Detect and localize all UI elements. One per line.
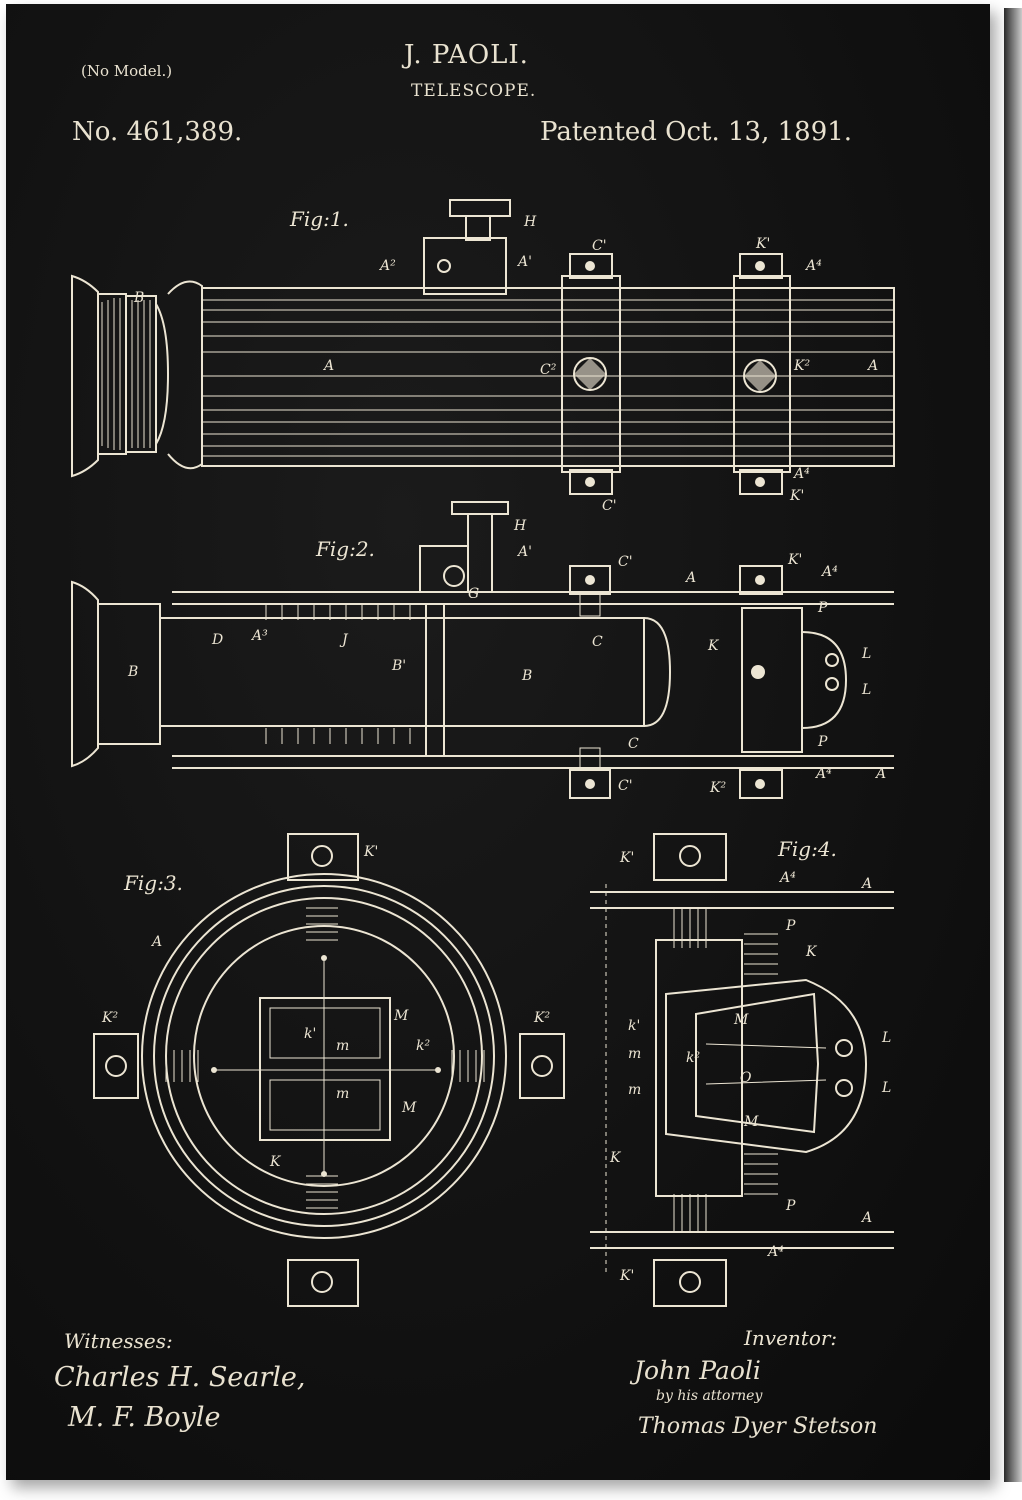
fig4-label: Fig:4. (777, 837, 837, 861)
callout-label: A (150, 934, 162, 950)
callout-label: C (628, 736, 639, 752)
callout-label: K (269, 1154, 282, 1170)
callout-label: L (881, 1030, 891, 1046)
fig1-label: Fig:1. (289, 207, 349, 231)
callout-label: C' (602, 498, 617, 514)
callout-label: A' (516, 254, 532, 270)
callout-label: A⁴ (778, 870, 796, 886)
callout-label: O (740, 1070, 752, 1086)
fig3-drawing: Fig:3. K' (93, 833, 565, 1307)
callout-label: P (817, 734, 828, 750)
callout-label: A (866, 358, 878, 374)
callout-label: K' (363, 844, 378, 860)
callout-label: K (609, 1150, 622, 1166)
fig3-label: Fig:3. (123, 871, 183, 895)
callout-label: A (860, 876, 872, 892)
callout-label: P (785, 918, 796, 934)
inventor-label: Inventor: (744, 1326, 838, 1350)
patent-number: No. 461,389. (72, 117, 243, 147)
callout-label: k² (686, 1050, 700, 1066)
patent-poster: (No Model.) J. PAOLI. TELESCOPE. No. 461… (6, 4, 990, 1480)
callout-label: K² (533, 1010, 550, 1026)
poster-edge-shadow (1004, 8, 1022, 1482)
fig1-callouts: B A A H A² A' C' C² C' K' K² A⁴ A⁴ K' (133, 214, 878, 514)
inventor-signature: John Paoli (634, 1356, 761, 1385)
callout-label: M (393, 1008, 409, 1024)
callout-label: K' (787, 552, 802, 568)
fig4-callouts: K' A⁴ A P K k' M m k² O m M L L K P A A⁴… (609, 850, 891, 1284)
callout-label: L (861, 682, 871, 698)
callout-label: H (513, 518, 527, 534)
callout-label: A (874, 766, 886, 782)
callout-label: A² (378, 258, 396, 274)
callout-label: B (521, 668, 532, 684)
callout-label: A⁴ (804, 258, 822, 274)
patent-title: TELESCOPE. (411, 81, 537, 101)
no-model-note: (No Model.) (81, 62, 173, 80)
callout-label: K² (709, 780, 726, 796)
attorney-line: by his attorney (656, 1388, 763, 1404)
callout-label: A⁴ (814, 766, 832, 782)
callout-label: k' (304, 1026, 316, 1042)
callout-label: A³ (250, 628, 268, 644)
fig2-drawing: Fig:2. (71, 501, 894, 799)
callout-label: C' (618, 778, 633, 794)
callout-label: K² (101, 1010, 118, 1026)
callout-label: G (468, 586, 479, 602)
callout-label: M (733, 1012, 749, 1028)
callout-label: K' (619, 1268, 634, 1284)
callout-label: A (860, 1210, 872, 1226)
callout-label: M (743, 1114, 759, 1130)
callout-label: k² (416, 1038, 430, 1054)
callout-label: K' (755, 236, 770, 252)
callout-label: m (628, 1046, 641, 1062)
callout-label: B' (391, 658, 406, 674)
callout-label: C' (592, 238, 607, 254)
callout-label: D (211, 632, 223, 648)
callout-label: B (127, 664, 138, 680)
callout-label: C (592, 634, 603, 650)
callout-label: m (628, 1082, 641, 1098)
callout-label: A' (516, 544, 532, 560)
callout-label: B (133, 290, 144, 306)
callout-label: L (861, 646, 871, 662)
callout-label: K' (619, 850, 634, 866)
callout-label: A (322, 358, 334, 374)
callout-label: L (881, 1080, 891, 1096)
callout-label: J (339, 632, 349, 648)
callout-label: K (707, 638, 720, 654)
callout-label: A (684, 570, 696, 586)
fig3-callouts: K' A K² K² k' m m M M k² K (101, 844, 550, 1170)
witness-signature-2: M. F. Boyle (68, 1402, 221, 1433)
inventor-name: J. PAOLI. (404, 40, 529, 70)
callout-label: m (336, 1038, 349, 1054)
callout-label: K² (793, 358, 810, 374)
witness-signature-1: Charles H. Searle, (54, 1362, 306, 1393)
callout-label: A⁴ (792, 466, 810, 482)
telescope-drawing: Fig:1. (71, 199, 895, 1307)
callout-label: H (523, 214, 537, 230)
callout-label: C² (540, 362, 557, 378)
fig1-drawing: Fig:1. (71, 199, 895, 514)
fig2-callouts: B B B' D A³ J G H A' A C' C C C' K' K A⁴… (127, 518, 886, 796)
callout-label: k' (628, 1018, 640, 1034)
callout-label: M (401, 1100, 417, 1116)
callout-label: K' (789, 488, 804, 504)
fig2-label: Fig:2. (315, 537, 375, 561)
callout-label: m (336, 1086, 349, 1102)
callout-label: C' (618, 554, 633, 570)
attorney-signature: Thomas Dyer Stetson (638, 1414, 878, 1439)
callout-label: P (817, 600, 828, 616)
callout-label: A⁴ (820, 564, 838, 580)
witnesses-label: Witnesses: (64, 1329, 173, 1353)
patent-date: Patented Oct. 13, 1891. (540, 117, 853, 147)
callout-label: P (785, 1198, 796, 1214)
fig4-drawing: Fig:4. K' A⁴ A P K (590, 833, 894, 1307)
callout-label: K (805, 944, 818, 960)
callout-label: A⁴ (766, 1244, 784, 1260)
